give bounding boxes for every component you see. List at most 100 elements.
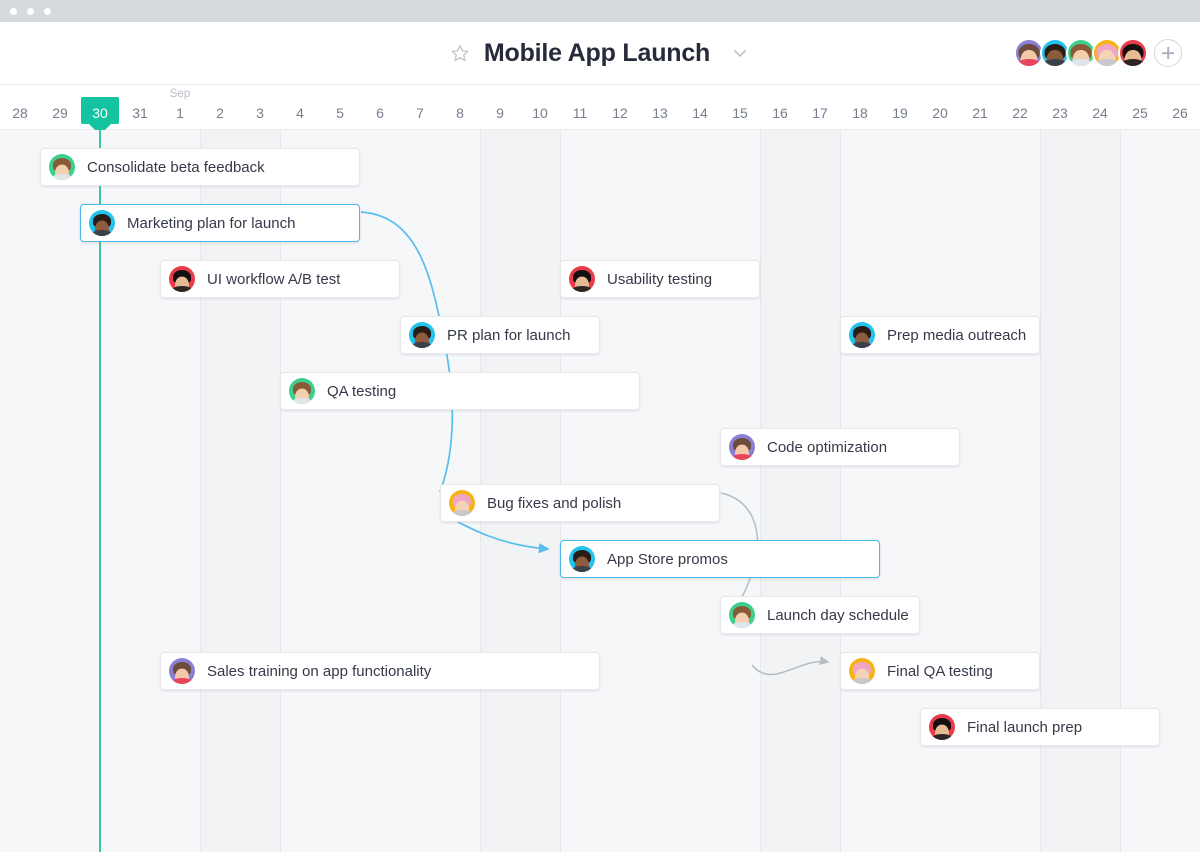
avatar-5[interactable] bbox=[1118, 38, 1148, 68]
assignee-avatar[interactable] bbox=[849, 322, 875, 348]
ruler-day-16[interactable]: 16 bbox=[760, 85, 800, 130]
assignee-avatar[interactable] bbox=[289, 378, 315, 404]
avatar-shoulders bbox=[1016, 59, 1042, 66]
window-dot-2[interactable] bbox=[27, 7, 34, 15]
task-sales-training-on-app-functionality[interactable]: Sales training on app functionality bbox=[160, 652, 600, 690]
ruler-day-3[interactable]: 3 bbox=[240, 85, 280, 130]
week-divider-2 bbox=[280, 130, 281, 852]
ruler-day-5[interactable]: 5 bbox=[320, 85, 360, 130]
ruler-day-number: 2 bbox=[216, 105, 224, 121]
avatar-4[interactable] bbox=[1092, 38, 1122, 68]
task-label: Final launch prep bbox=[967, 718, 1083, 736]
ruler-day-number: 13 bbox=[652, 105, 668, 121]
ruler-day-10[interactable]: 10 bbox=[520, 85, 560, 130]
assignee-avatar[interactable] bbox=[569, 546, 595, 572]
ruler-day-number: 11 bbox=[572, 105, 588, 121]
ruler-day-8[interactable]: 8 bbox=[440, 85, 480, 130]
star-icon[interactable] bbox=[450, 43, 470, 63]
ruler-day-number: 10 bbox=[532, 105, 548, 121]
window-dot-1[interactable] bbox=[10, 7, 17, 15]
today-line bbox=[99, 130, 101, 852]
ruler-day-29[interactable]: 29 bbox=[40, 85, 80, 130]
ruler-day-18[interactable]: 18 bbox=[840, 85, 880, 130]
task-label: Prep media outreach bbox=[887, 326, 1027, 344]
ruler-day-number: 15 bbox=[732, 105, 748, 121]
assignee-avatar[interactable] bbox=[849, 658, 875, 684]
ruler-day-26[interactable]: 26 bbox=[1160, 85, 1200, 130]
task-consolidate-beta-feedback[interactable]: Consolidate beta feedback bbox=[40, 148, 360, 186]
ruler-day-30[interactable]: 30 bbox=[80, 85, 120, 130]
task-final-qa-testing[interactable]: Final QA testing bbox=[840, 652, 1040, 690]
ruler-day-19[interactable]: 19 bbox=[880, 85, 920, 130]
task-label: Marketing plan for launch bbox=[127, 214, 296, 232]
task-label: Launch day schedule bbox=[767, 606, 909, 624]
avatar-shoulders bbox=[570, 566, 594, 572]
task-ui-workflow-ab-test[interactable]: UI workflow A/B test bbox=[160, 260, 400, 298]
ruler-day-14[interactable]: 14 bbox=[680, 85, 720, 130]
assignee-avatar[interactable] bbox=[169, 658, 195, 684]
avatar-2[interactable] bbox=[1040, 38, 1070, 68]
ruler-day-31[interactable]: 31 bbox=[120, 85, 160, 130]
ruler-day-9[interactable]: 9 bbox=[480, 85, 520, 130]
chevron-down-icon[interactable] bbox=[724, 43, 750, 63]
task-code-optimization[interactable]: Code optimization bbox=[720, 428, 960, 466]
task-marketing-plan-for-launch[interactable]: Marketing plan for launch bbox=[80, 204, 360, 242]
weekend-band-3 bbox=[760, 130, 840, 852]
avatar-3[interactable] bbox=[1066, 38, 1096, 68]
ruler-day-number: 22 bbox=[1012, 105, 1028, 121]
assignee-avatar[interactable] bbox=[169, 266, 195, 292]
ruler-day-4[interactable]: 4 bbox=[280, 85, 320, 130]
ruler-day-6[interactable]: 6 bbox=[360, 85, 400, 130]
ruler-day-15[interactable]: 15 bbox=[720, 85, 760, 130]
assignee-avatar[interactable] bbox=[449, 490, 475, 516]
avatar-1[interactable] bbox=[1014, 38, 1044, 68]
ruler-day-13[interactable]: 13 bbox=[640, 85, 680, 130]
assignee-avatar[interactable] bbox=[729, 434, 755, 460]
ruler-day-17[interactable]: 17 bbox=[800, 85, 840, 130]
ruler-day-24[interactable]: 24 bbox=[1080, 85, 1120, 130]
member-avatars bbox=[1014, 38, 1182, 68]
ruler-day-25[interactable]: 25 bbox=[1120, 85, 1160, 130]
week-divider-6 bbox=[840, 130, 841, 852]
ruler-day-23[interactable]: 23 bbox=[1040, 85, 1080, 130]
add-member-button[interactable] bbox=[1154, 39, 1182, 67]
ruler-day-11[interactable]: 11 bbox=[560, 85, 600, 130]
task-prep-media-outreach[interactable]: Prep media outreach bbox=[840, 316, 1040, 354]
ruler-day-number: 30 bbox=[92, 105, 108, 121]
assignee-avatar[interactable] bbox=[569, 266, 595, 292]
assignee-avatar[interactable] bbox=[89, 210, 115, 236]
task-bug-fixes-and-polish[interactable]: Bug fixes and polish bbox=[440, 484, 720, 522]
ruler-day-2[interactable]: 2 bbox=[200, 85, 240, 130]
ruler-day-12[interactable]: 12 bbox=[600, 85, 640, 130]
ruler-day-22[interactable]: 22 bbox=[1000, 85, 1040, 130]
ruler-day-number: 21 bbox=[972, 105, 988, 121]
avatar-shoulders bbox=[850, 342, 874, 348]
ruler-day-7[interactable]: 7 bbox=[400, 85, 440, 130]
task-label: PR plan for launch bbox=[447, 326, 571, 344]
ruler-day-21[interactable]: 21 bbox=[960, 85, 1000, 130]
task-qa-testing[interactable]: QA testing bbox=[280, 372, 640, 410]
ruler-day-number: 29 bbox=[52, 105, 68, 121]
task-usability-testing[interactable]: Usability testing bbox=[560, 260, 760, 298]
assignee-avatar[interactable] bbox=[929, 714, 955, 740]
window-dot-3[interactable] bbox=[44, 7, 51, 15]
ruler-day-number: 20 bbox=[932, 105, 948, 121]
week-divider-5 bbox=[760, 130, 761, 852]
task-pr-plan-for-launch[interactable]: PR plan for launch bbox=[400, 316, 600, 354]
ruler-day-number: 7 bbox=[416, 105, 424, 121]
assignee-avatar[interactable] bbox=[409, 322, 435, 348]
task-launch-day-schedule[interactable]: Launch day schedule bbox=[720, 596, 920, 634]
ruler-month-label: Sep bbox=[169, 88, 191, 100]
weekend-band-1 bbox=[200, 130, 280, 852]
task-app-store-promos[interactable]: App Store promos bbox=[560, 540, 880, 578]
ruler-day-28[interactable]: 28 bbox=[0, 85, 40, 130]
assignee-avatar[interactable] bbox=[729, 602, 755, 628]
avatar-shoulders bbox=[850, 678, 874, 684]
ruler-day-20[interactable]: 20 bbox=[920, 85, 960, 130]
task-final-launch-prep[interactable]: Final launch prep bbox=[920, 708, 1160, 746]
assignee-avatar[interactable] bbox=[49, 154, 75, 180]
task-label: QA testing bbox=[327, 382, 397, 400]
